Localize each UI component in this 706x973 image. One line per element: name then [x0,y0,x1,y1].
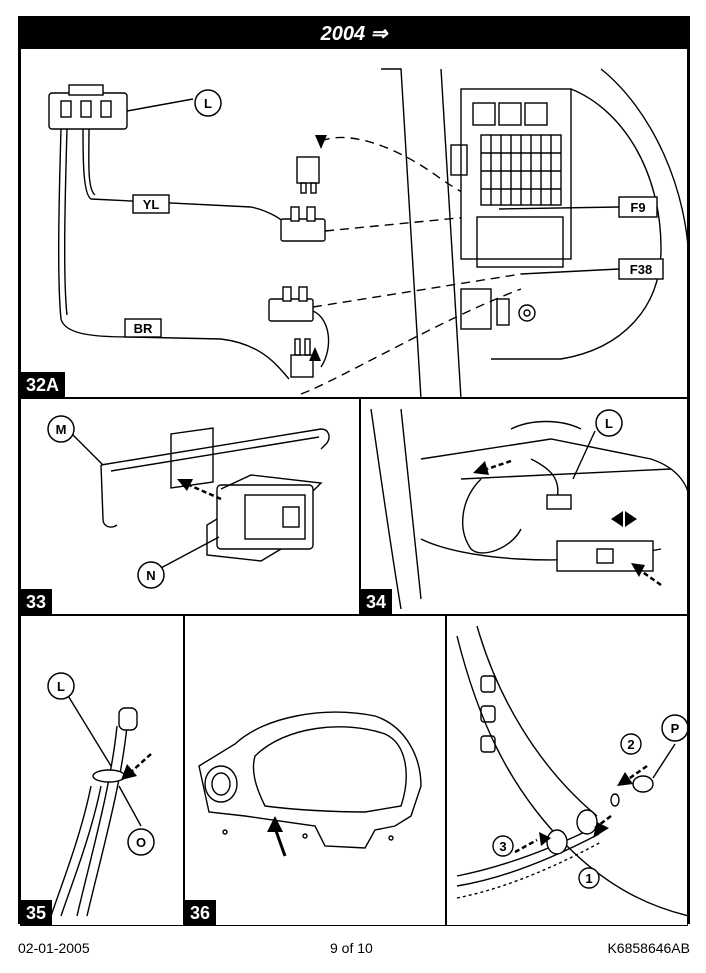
label-l: L [605,416,613,431]
label-br: BR [134,321,153,336]
step-number: 33 [21,589,53,614]
fuse-box-diagram: L YL BR F9 F38 [48,68,687,397]
panel-33: M N 33 [20,398,360,615]
label-l: L [204,96,212,111]
footer-doc-id: K6858646AB [607,940,690,956]
model-year-header: 2004 ⇒ [20,18,688,48]
label-o: O [136,835,146,850]
header-title: 2004 ⇒ [320,22,388,45]
panel-37: P 2 1 3 [446,615,688,926]
footer-date: 02-01-2005 [18,940,90,956]
panel-35: L O 35 [20,615,184,926]
switch-bezel-diagram: M N [47,415,330,589]
label-l: L [57,679,65,694]
dash-connector-diagram: L [370,408,687,610]
label-f9: F9 [630,200,645,215]
label-p: P [671,721,680,736]
label-1: 1 [585,871,592,886]
label-f38: F38 [630,262,652,277]
step-number: 36 [185,900,217,925]
panel-36: 36 [184,615,446,926]
cluster-bezel-diagram [198,711,422,857]
label-m: M [56,422,67,437]
step-number: 35 [21,900,53,925]
label-3: 3 [499,839,506,854]
label-2: 2 [627,737,634,752]
step-number: 32A [21,372,66,397]
panel-34: L 34 [360,398,688,615]
footer-page: 9 of 10 [330,940,373,956]
step-number: 34 [361,589,393,614]
panel-32a: L YL BR F9 F38 32A [20,48,688,398]
label-yl: YL [143,197,160,212]
label-n: N [146,568,155,583]
instruction-sheet: 2004 ⇒ [18,16,690,926]
harness-clip-diagram: P 2 1 3 [456,625,687,917]
wire-grommet-diagram: L O [47,672,155,917]
